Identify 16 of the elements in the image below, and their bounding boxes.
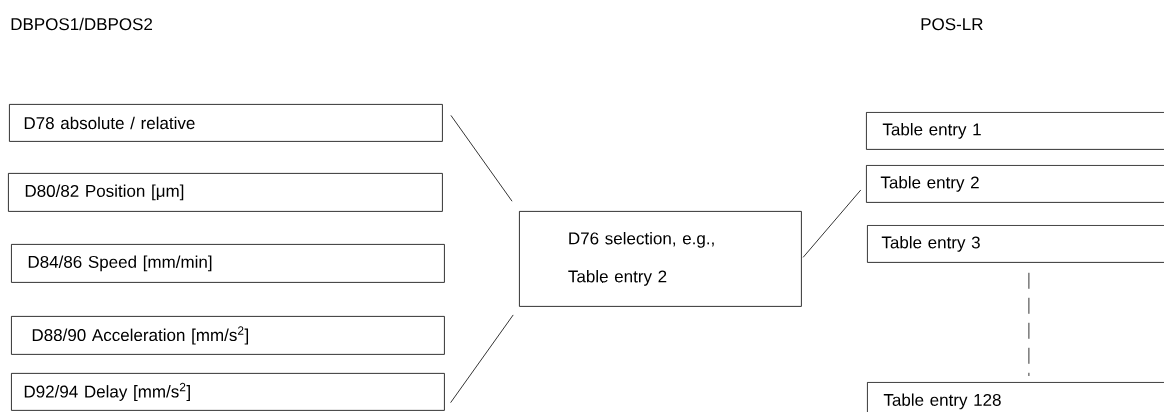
table-entry-box: Table entry 3 xyxy=(867,225,1164,263)
heading: POS-LR xyxy=(921,18,983,31)
parameter-box: D84/86 Speed [mm/min] xyxy=(11,244,445,283)
connector-line xyxy=(1028,272,1030,377)
table-entry-box: Table entry 2 xyxy=(866,165,1164,203)
table-entry-box: Table entry 1 xyxy=(866,112,1164,150)
heading: DBPOS1/DBPOS2 xyxy=(11,17,152,31)
parameter-box: D88/90 Acceleration [mm/s$^{2}$] xyxy=(11,316,445,355)
connector-line xyxy=(450,314,514,404)
parameter-box: D92/94 Delay [mm/s$^{2}$] xyxy=(11,373,445,411)
parameter-box: D78 absolute / relative xyxy=(9,104,443,142)
selection-box: D76 selection, e.g., Table entry 2 xyxy=(519,211,802,307)
parameter-box: D80/82 Position [μm] xyxy=(8,173,443,212)
connector-line xyxy=(802,189,862,258)
connector-line xyxy=(450,115,513,202)
table-entry-box: Table entry 128 xyxy=(867,382,1164,412)
